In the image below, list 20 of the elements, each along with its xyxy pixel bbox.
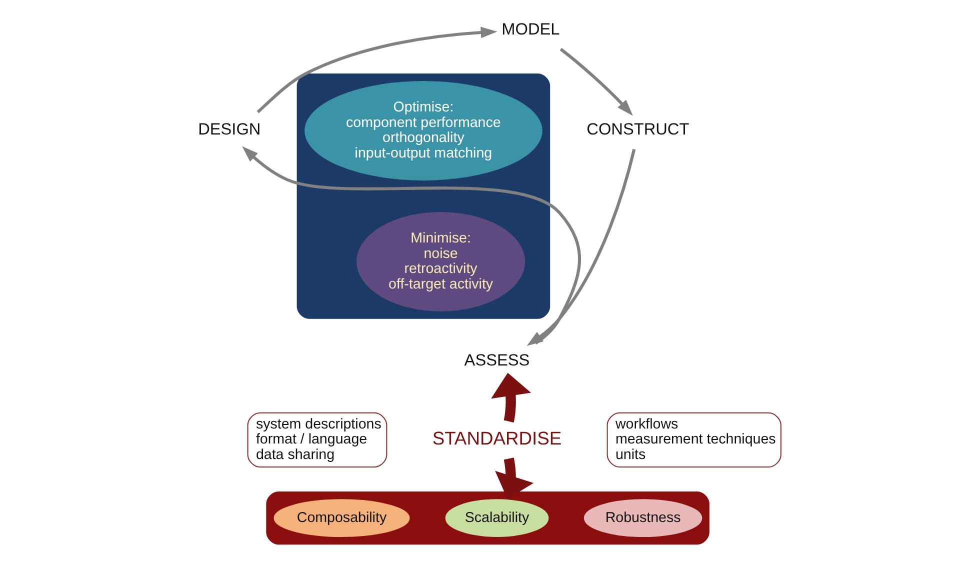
node-text: ASSESS: [464, 352, 530, 370]
arrow: [490, 372, 531, 422]
node-box: system descriptions format / language data sharing: [246, 412, 387, 468]
node-box: workflows measurement techniques units: [606, 412, 781, 468]
node-ellipse: Minimise: noise retroactivity off-target activity: [356, 212, 525, 312]
node-text: MODEL: [501, 20, 560, 38]
node-text: STANDARDISE: [432, 427, 562, 448]
cluster: [266, 492, 709, 545]
arrow: [494, 458, 534, 499]
cluster: [296, 73, 550, 319]
node-text: DESIGN: [198, 120, 260, 139]
arrow: [559, 48, 632, 116]
node-ellipse: Composability: [273, 499, 410, 537]
node-text: CONSTRUCT: [586, 120, 689, 139]
node-ellipse: Robustness: [583, 499, 702, 537]
arrow: [526, 148, 636, 346]
node-ellipse: Scalability: [444, 499, 548, 537]
node-ellipse: Optimise: component performance orthogonality input-output matching: [304, 81, 542, 180]
arrow: [242, 146, 580, 344]
arrow: [256, 26, 497, 114]
